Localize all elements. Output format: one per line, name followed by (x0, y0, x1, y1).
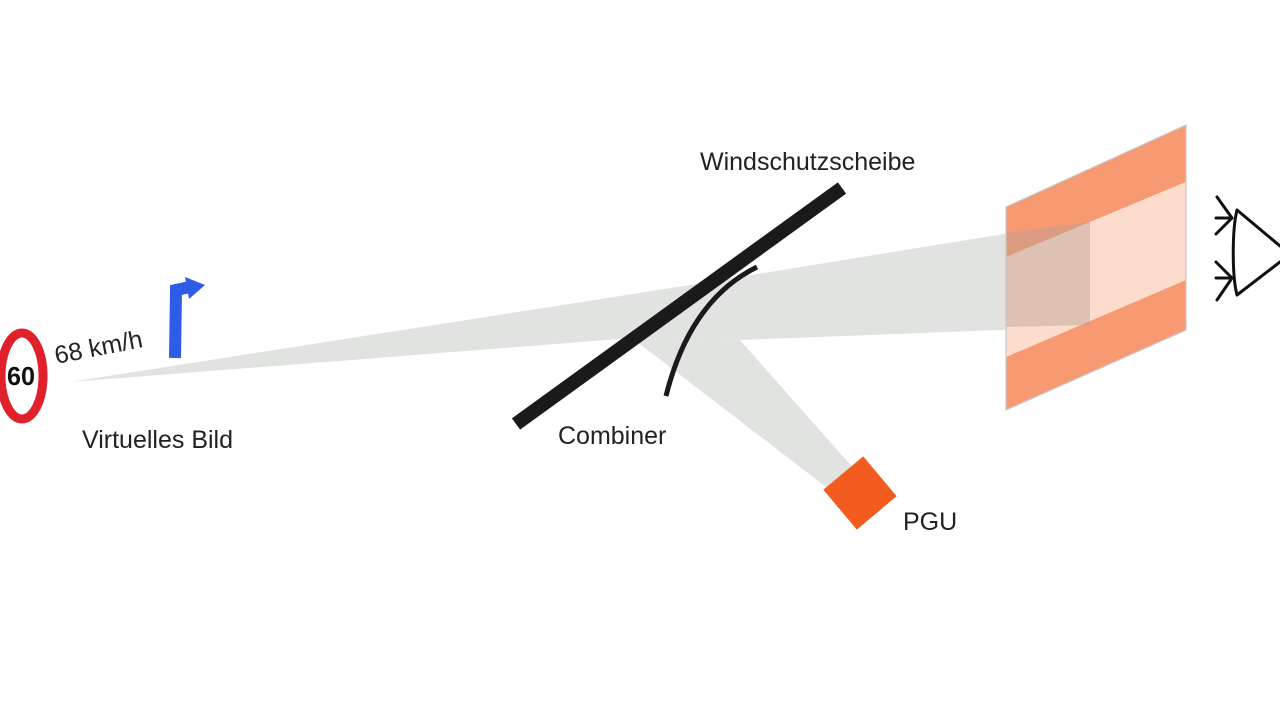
combiner-label: Combiner (558, 422, 667, 450)
pgu-label: PGU (903, 508, 958, 536)
eyebox-band-top (1006, 125, 1186, 257)
eyebox-beam (632, 233, 1090, 340)
eyebox-band-bottom (1006, 280, 1186, 410)
speed-limit-number: 60 (7, 361, 35, 391)
eyebox-beam-overlap (1006, 222, 1090, 327)
eye-icon (1214, 195, 1280, 302)
eyebox-center-band (1006, 182, 1186, 357)
windshield (511, 182, 847, 430)
pgu-beam (632, 338, 862, 490)
virtual-image-beam (70, 285, 690, 382)
speed-limit-sign-icon: 60 (0, 328, 48, 424)
turn-right-arrow-icon (169, 277, 205, 359)
eyebox (1005, 124, 1187, 411)
speed-limit-ring (0, 328, 48, 424)
virtual-image-label: Virtuelles Bild (82, 426, 234, 454)
windshield-label: Windschutzscheibe (700, 148, 916, 176)
combiner (663, 264, 759, 397)
eyebox-outline (1005, 124, 1187, 411)
pgu-box (823, 456, 897, 530)
